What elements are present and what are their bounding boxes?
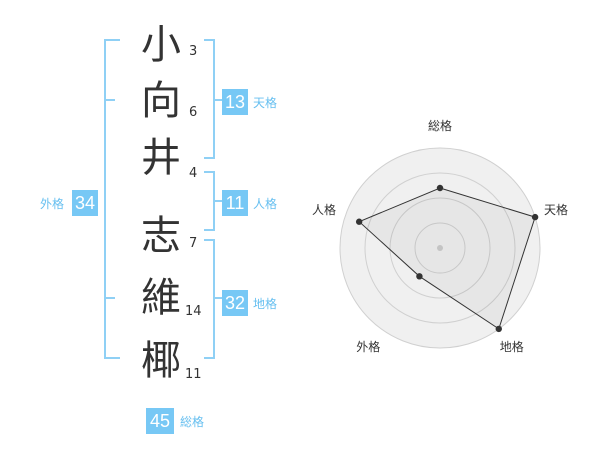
radar-ring-1 [414,222,466,274]
name-char-6: 椰 [141,338,181,384]
radar-axis-label-soukaku: 総格 [428,119,453,133]
stroke-count-4: 7 [189,236,198,251]
chikaku-label: 地格 [253,297,278,311]
radar-point-3 [416,273,423,280]
radar-axis-label-jinkaku: 人格 [311,203,336,218]
radar-ring-4 [339,147,541,349]
jinkaku-label: 人格 [253,197,278,211]
radar-axis-label-chikaku: 地格 [499,339,524,354]
stroke-count-2: 6 [189,105,198,120]
name-char-1: 小 [141,22,181,68]
name-char-4: 志 [141,213,181,259]
stroke-count-5: 14 [185,304,202,319]
radar-point-1 [531,213,539,221]
radar-axis-label-tenkaku: 天格 [544,203,569,218]
radar-ring-3 [364,172,516,324]
radar-center [437,245,443,251]
radar-point-4 [355,218,363,225]
radar-point-0 [436,184,444,192]
name-char-5: 維 [141,275,181,321]
soukaku-value: 45 [146,408,174,434]
stroke-count-6: 11 [185,367,202,382]
gaikaku-bracket [104,39,120,359]
soukaku-label: 総格 [180,415,205,429]
radar-polygon [358,187,536,330]
gaikaku-value: 34 [72,190,98,216]
name-char-3: 井 [141,135,181,181]
radar-ring-2 [389,197,491,299]
chikaku-value: 32 [222,290,248,316]
gaikaku-label: 外格 [40,197,65,211]
tenkaku-label: 天格 [253,96,278,110]
stroke-count-1: 3 [189,44,198,59]
tenkaku-value: 13 [222,89,248,115]
stroke-count-3: 4 [189,166,198,181]
radar-point-2 [495,325,502,333]
radar-axis-label-gaikaku: 外格 [356,339,381,354]
jinkaku-value: 11 [222,190,248,216]
name-char-2: 向 [141,78,181,124]
